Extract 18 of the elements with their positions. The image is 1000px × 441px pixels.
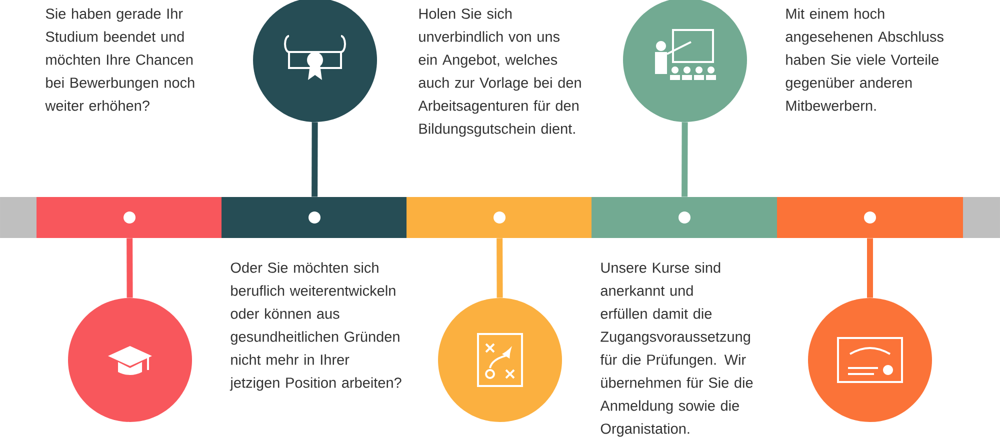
icon-circle (68, 298, 192, 422)
connector-line (682, 122, 688, 197)
connector-line (867, 238, 873, 298)
timeline-segment (592, 197, 778, 238)
icon-circle (438, 298, 562, 422)
connector-line (312, 122, 318, 197)
description-text: Sie haben gerade Ihr Studium beendet und möchten Ihre Chancen bei Bewerbungen noch weiter erhöhen? (45, 8, 194, 111)
timeline-segment (406, 197, 592, 238)
timeline-segment (777, 197, 963, 238)
description-text: Holen Sie sich unverbindlich von uns ein Angebot, welches auch zur Vorlage bei den Arbeitsagenturen für den Bildungsgutschein dient. (418, 8, 581, 137)
connector-line (126, 238, 133, 298)
connector-line (496, 238, 503, 298)
description-text: Oder Sie möchten sich beruflich weiterentwickeln oder können aus gesundheitlichen Gründen nicht mehr in Ihrer jetzigen Position arbeiten? (230, 262, 402, 391)
icon-circle (808, 298, 932, 422)
timeline-segment (36, 197, 223, 238)
description-text: Unsere Kurse sind anerkannt und erfüllen damit die Zugangsvoraussetzung für die Prüfungen. Wir übernehmen für Sie die Anmeldung sowie die Organistation. (600, 262, 753, 437)
description-text: Mit einem hoch angesehenen Abschluss haben Sie viele Vorteile gegenüber anderen Mitbewerbern. (786, 8, 944, 111)
timeline-segment (222, 197, 408, 238)
